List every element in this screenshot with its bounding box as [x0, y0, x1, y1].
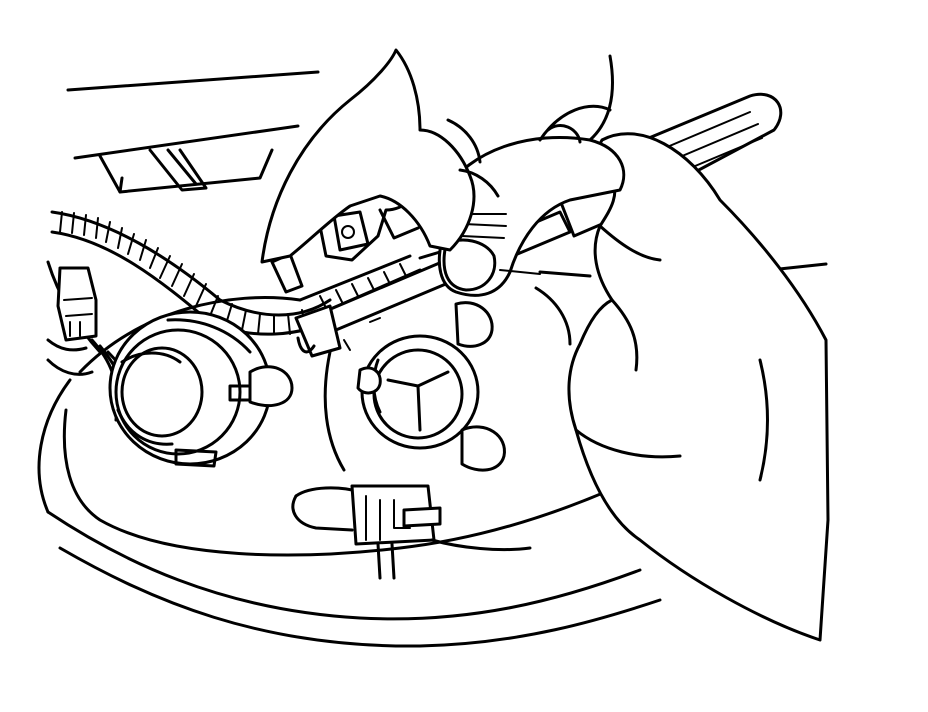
- detail-lines: [343, 269, 572, 351]
- bottom-connector: [291, 484, 532, 580]
- right-hand: [437, 104, 830, 642]
- center-bulb-socket: [356, 301, 506, 472]
- large-bulb-socket: [108, 310, 294, 468]
- body-panel-lines: [66, 70, 828, 272]
- left-hand: [260, 48, 614, 264]
